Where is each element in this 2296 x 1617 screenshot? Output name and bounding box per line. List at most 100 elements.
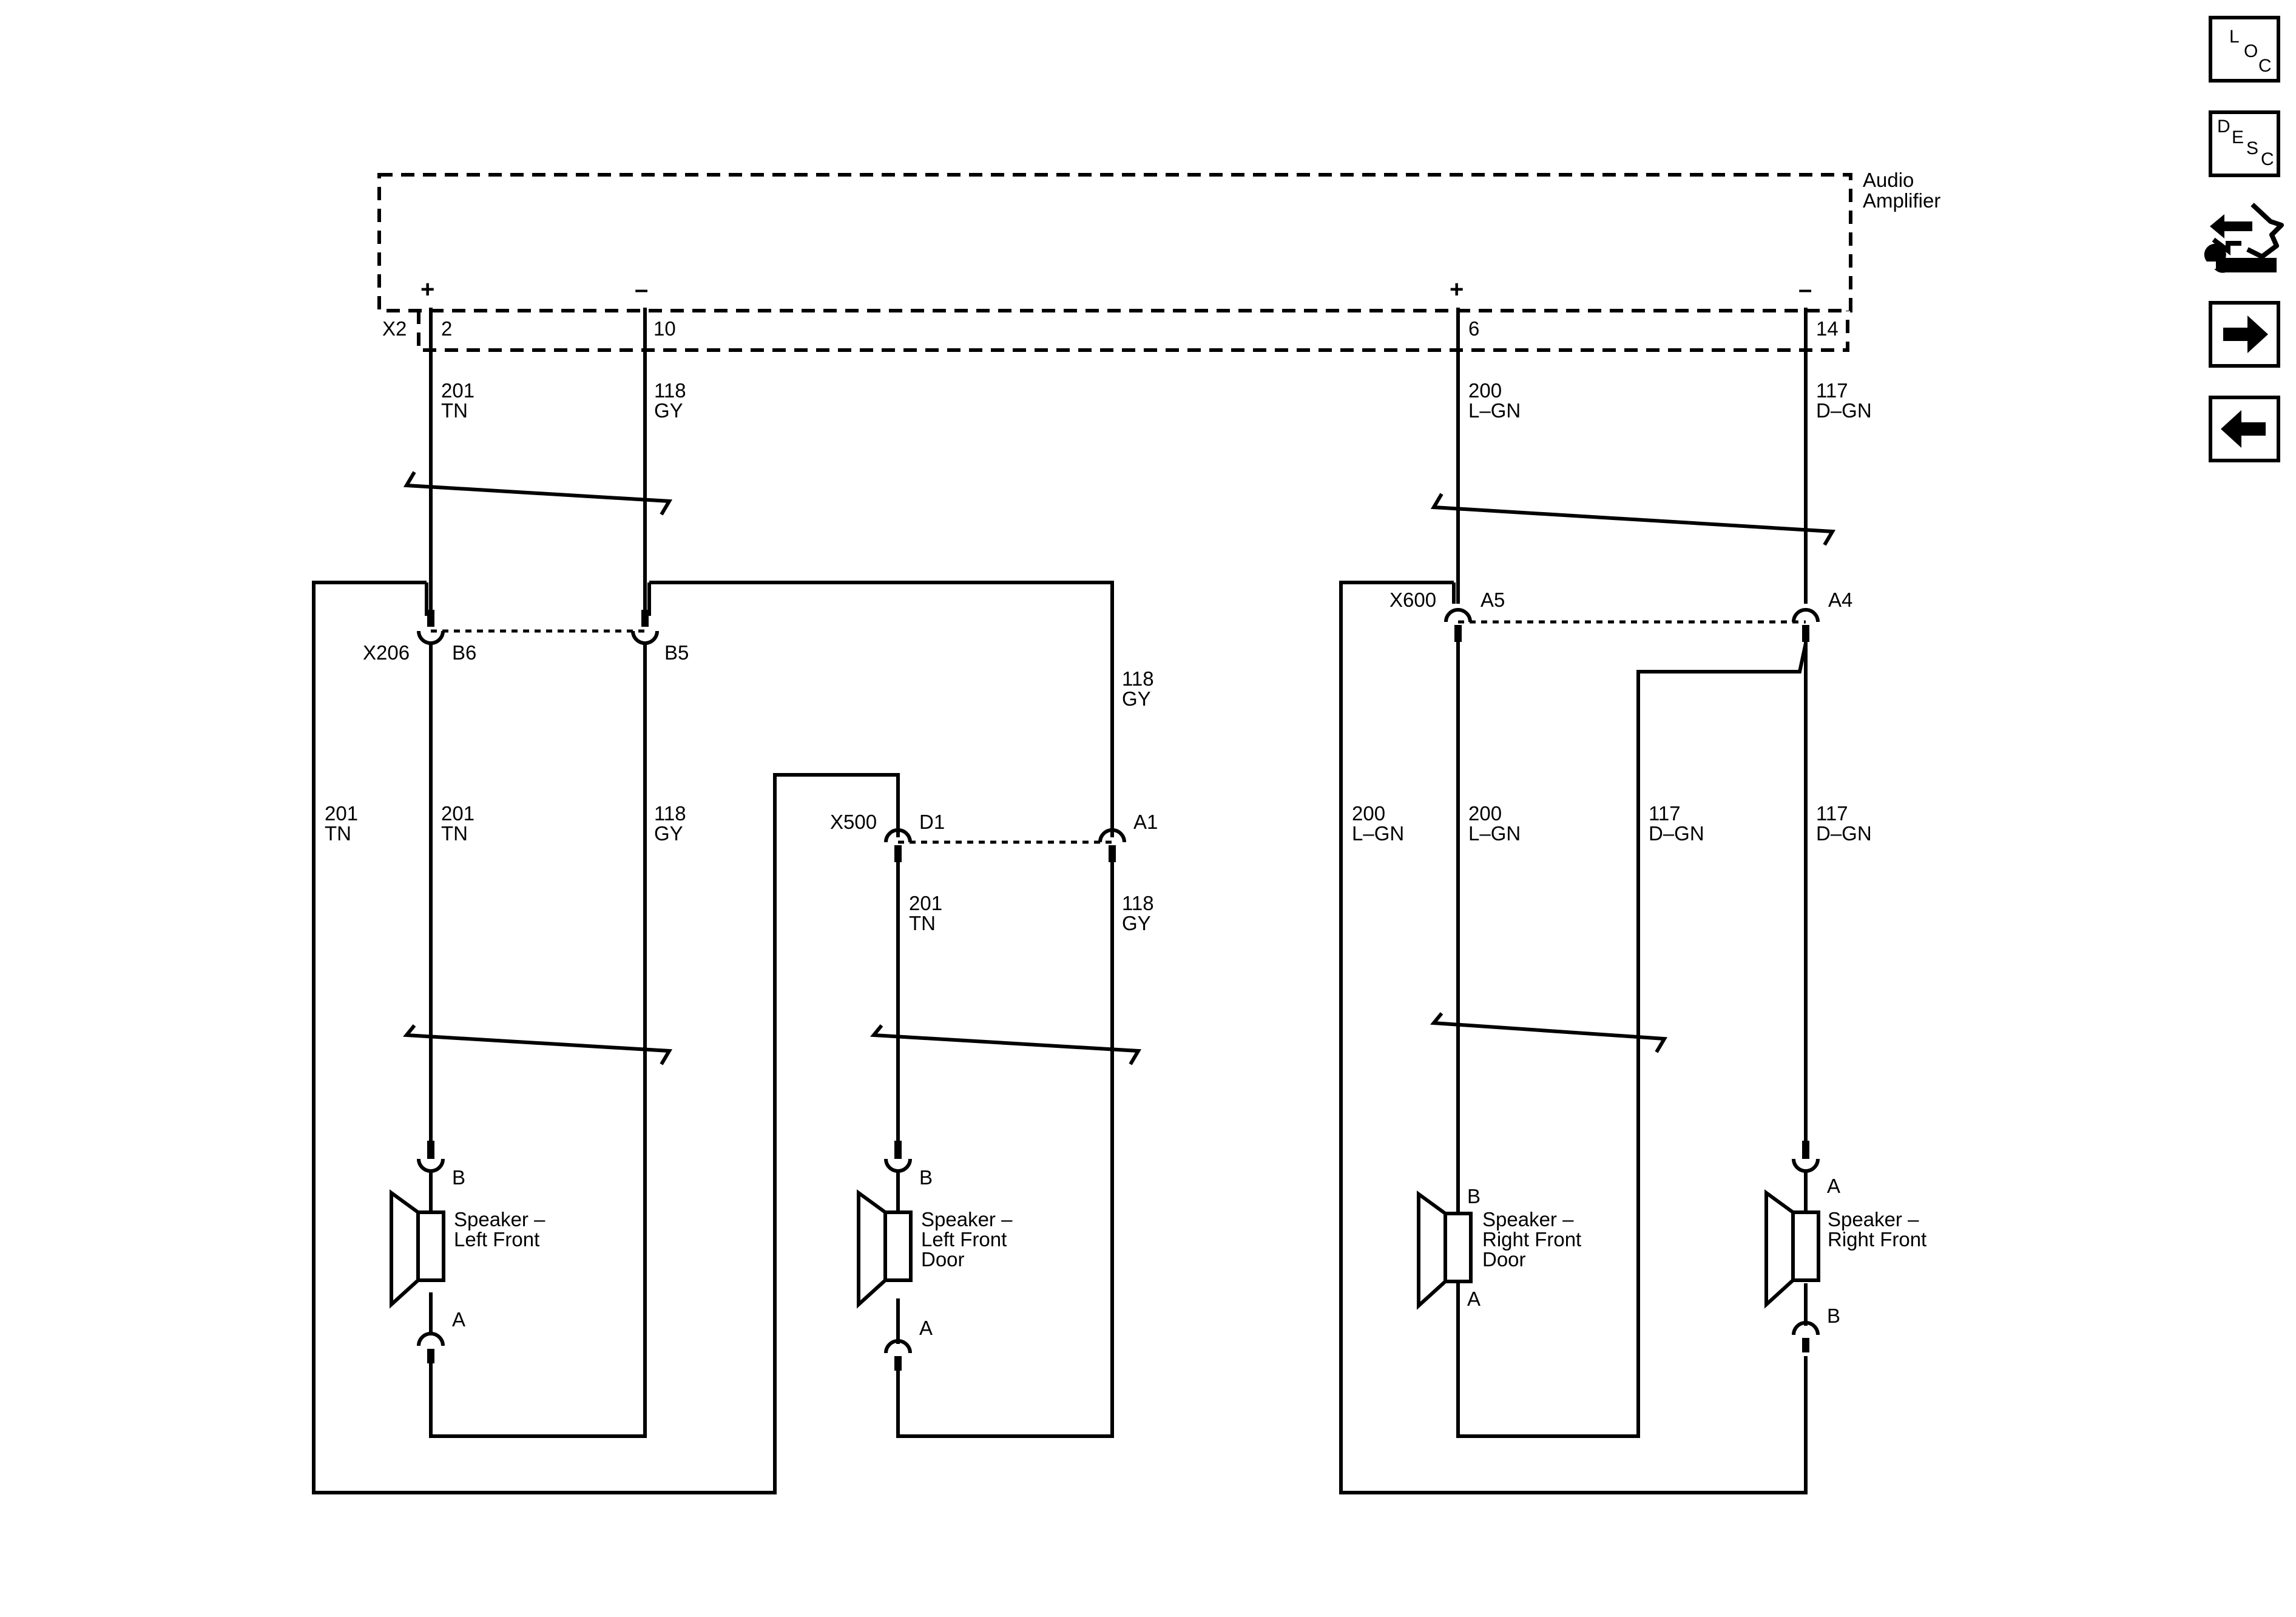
speaker-left-front: B A Speaker – Left Front (390, 1141, 545, 1363)
speaker-left-front-door-magnet (883, 1210, 913, 1282)
arrow-right-icon (2223, 316, 2268, 353)
loc-button[interactable]: L O C (2209, 16, 2280, 83)
connector-x206-pin-b5-terminal (631, 630, 659, 645)
wire-201-tn-loop (312, 581, 900, 1494)
wire-200-lgn-loop (1339, 581, 1808, 1494)
circuit-200-color: L–GN (1352, 822, 1404, 845)
speaker-right-front-door-label-line2: Right Front (1482, 1228, 1581, 1251)
connector-wrench-icon[interactable] (2204, 197, 2286, 282)
circuit-200-number: 200 (1468, 379, 1502, 402)
wire-118-gy-door (896, 862, 1114, 1438)
amp-pin-2: 2 (441, 317, 452, 340)
amp-pin-6: 6 (1468, 317, 1479, 340)
previous-page-button[interactable] (2209, 396, 2280, 462)
amplifier-label-line2: Amplifier (1863, 189, 1940, 212)
speaker-left-front-door: B A Speaker – Left Front Door (857, 1141, 1013, 1371)
speaker-left-front-door-pin-b: B (919, 1166, 933, 1189)
right-wiring (1339, 308, 1808, 1494)
connector-x500-label: X500 (830, 811, 877, 833)
speaker-right-front-door-label-line3: Door (1482, 1248, 1526, 1271)
speaker-left-front-door-label-line3: Door (921, 1248, 965, 1271)
speaker-right-front-door: B A Speaker – Right Front Door (1417, 1185, 1581, 1310)
desc-letter-e: E (2232, 127, 2244, 147)
speaker-left-front-magnet (416, 1210, 445, 1282)
amplifier-outline (377, 173, 1852, 312)
speaker-right-front-door-pin-b: B (1467, 1185, 1481, 1207)
circuit-201-number: 201 (441, 802, 474, 825)
circuit-117-number: 117 (1816, 379, 1848, 402)
arrow-hook-part (2212, 237, 2241, 255)
connector-x206: X206 B6 B5 (363, 610, 689, 664)
circuit-200-color: L–GN (1468, 399, 1521, 422)
circuit-200-number: 200 (1468, 802, 1502, 825)
connector-x500-pin-d1-male (894, 845, 902, 862)
circuit-201-color: TN (441, 399, 468, 422)
speaker-right-front-door-cone (1417, 1190, 1447, 1310)
connector-x500-pin-a1-male (1109, 845, 1116, 862)
arrow-left-shape (2221, 410, 2266, 448)
amp-pin-10: 10 (653, 317, 676, 340)
loc-letter-c: C (2258, 56, 2272, 76)
connector-x500-pin-d1-terminal (884, 828, 912, 843)
wrench-part (2204, 243, 2277, 273)
wire-118-gy-loop (649, 581, 1114, 837)
circuit-201-color: TN (325, 822, 351, 845)
arrow-right-shape (2223, 316, 2268, 353)
speaker-left-front-label-line1: Speaker – (454, 1208, 545, 1230)
connector-x600-pin-a5: A5 (1481, 589, 1505, 611)
speaker-left-front-door-label-line1: Speaker – (921, 1208, 1013, 1230)
audio-amplifier: Audio Amplifier X2 + – + – 2 10 6 14 (377, 169, 1940, 352)
circuit-117-color: D–GN (1816, 822, 1872, 845)
circuit-201-number: 201 (325, 802, 358, 825)
connector-x500-pin-d1: D1 (919, 811, 945, 833)
next-page-button[interactable] (2209, 301, 2280, 368)
speaker-right-front-pin-b: B (1827, 1305, 1840, 1327)
twisted-pair-marker-right-door (1430, 1012, 1668, 1053)
speaker-left-front-door-pin-a: A (919, 1317, 933, 1339)
amp-pin-14: 14 (1816, 317, 1838, 340)
speaker-right-front-magnet (1791, 1210, 1820, 1282)
connector-x500: X500 D1 A1 (830, 811, 1158, 862)
speaker-right-front-cone (1764, 1189, 1795, 1309)
circuit-201-number: 201 (909, 892, 942, 914)
speaker-left-front-label-line2: Left Front (454, 1228, 539, 1251)
connector-x500-pin-a1-terminal (1098, 828, 1126, 843)
twisted-pair-marker-amp-right (1430, 493, 1836, 546)
desc-letter-c: C (2261, 149, 2274, 169)
speaker-left-front-door-pin-b-male (894, 1141, 902, 1159)
connector-x600-pin-a4-terminal (1792, 608, 1820, 623)
speaker-left-front-door-pin-a-male (894, 1356, 902, 1371)
desc-letter-d: D (2217, 116, 2230, 137)
loc-letter-o: O (2244, 41, 2258, 61)
connector-x600-pin-a5-terminal (1444, 608, 1472, 623)
speaker-right-front-door-label-line1: Speaker – (1482, 1208, 1574, 1230)
connector-x206-pin-b5: B5 (664, 641, 689, 664)
speaker-left-front-pin-b: B (452, 1166, 465, 1189)
speaker-left-front-pin-b-male (427, 1141, 434, 1159)
speaker-left-front-pin-b-terminal (417, 1158, 445, 1173)
speaker-right-front-door-magnet (1443, 1212, 1473, 1283)
amp-pin-6-polarity: + (1450, 276, 1464, 303)
circuit-117-number: 117 (1649, 802, 1681, 825)
circuit-201-color: TN (909, 912, 936, 934)
circuit-118-number: 118 (1122, 667, 1154, 690)
speaker-right-front-pin-a: A (1827, 1175, 1840, 1197)
twisted-pair-marker-left-front (402, 1024, 673, 1065)
connector-x206-pin-b6: B6 (452, 641, 476, 664)
circuit-118-color: GY (654, 822, 683, 845)
twisted-pair-markers (402, 471, 1836, 1065)
desc-button[interactable]: D E S C (2209, 110, 2280, 177)
speaker-right-front-pin-b-male (1802, 1338, 1809, 1352)
circuit-201-color: TN (441, 822, 468, 845)
circuit-118-color: GY (1122, 687, 1151, 710)
connector-x2-label: X2 (382, 317, 407, 340)
speaker-left-front-door-pin-a-terminal (884, 1339, 912, 1354)
left-wiring (312, 308, 1114, 1494)
speaker-left-front-pin-a: A (452, 1308, 465, 1331)
speaker-left-front-door-label-line2: Left Front (921, 1228, 1007, 1251)
speaker-left-front-cone (390, 1189, 420, 1309)
circuit-labels: 201 TN 118 GY 200 L–GN 117 D–GN 118 GY 2… (325, 379, 1872, 934)
amplifier-connector-x2-outline (417, 311, 1849, 352)
connector-outline-part (2246, 203, 2284, 259)
circuit-117-color: D–GN (1816, 399, 1872, 422)
